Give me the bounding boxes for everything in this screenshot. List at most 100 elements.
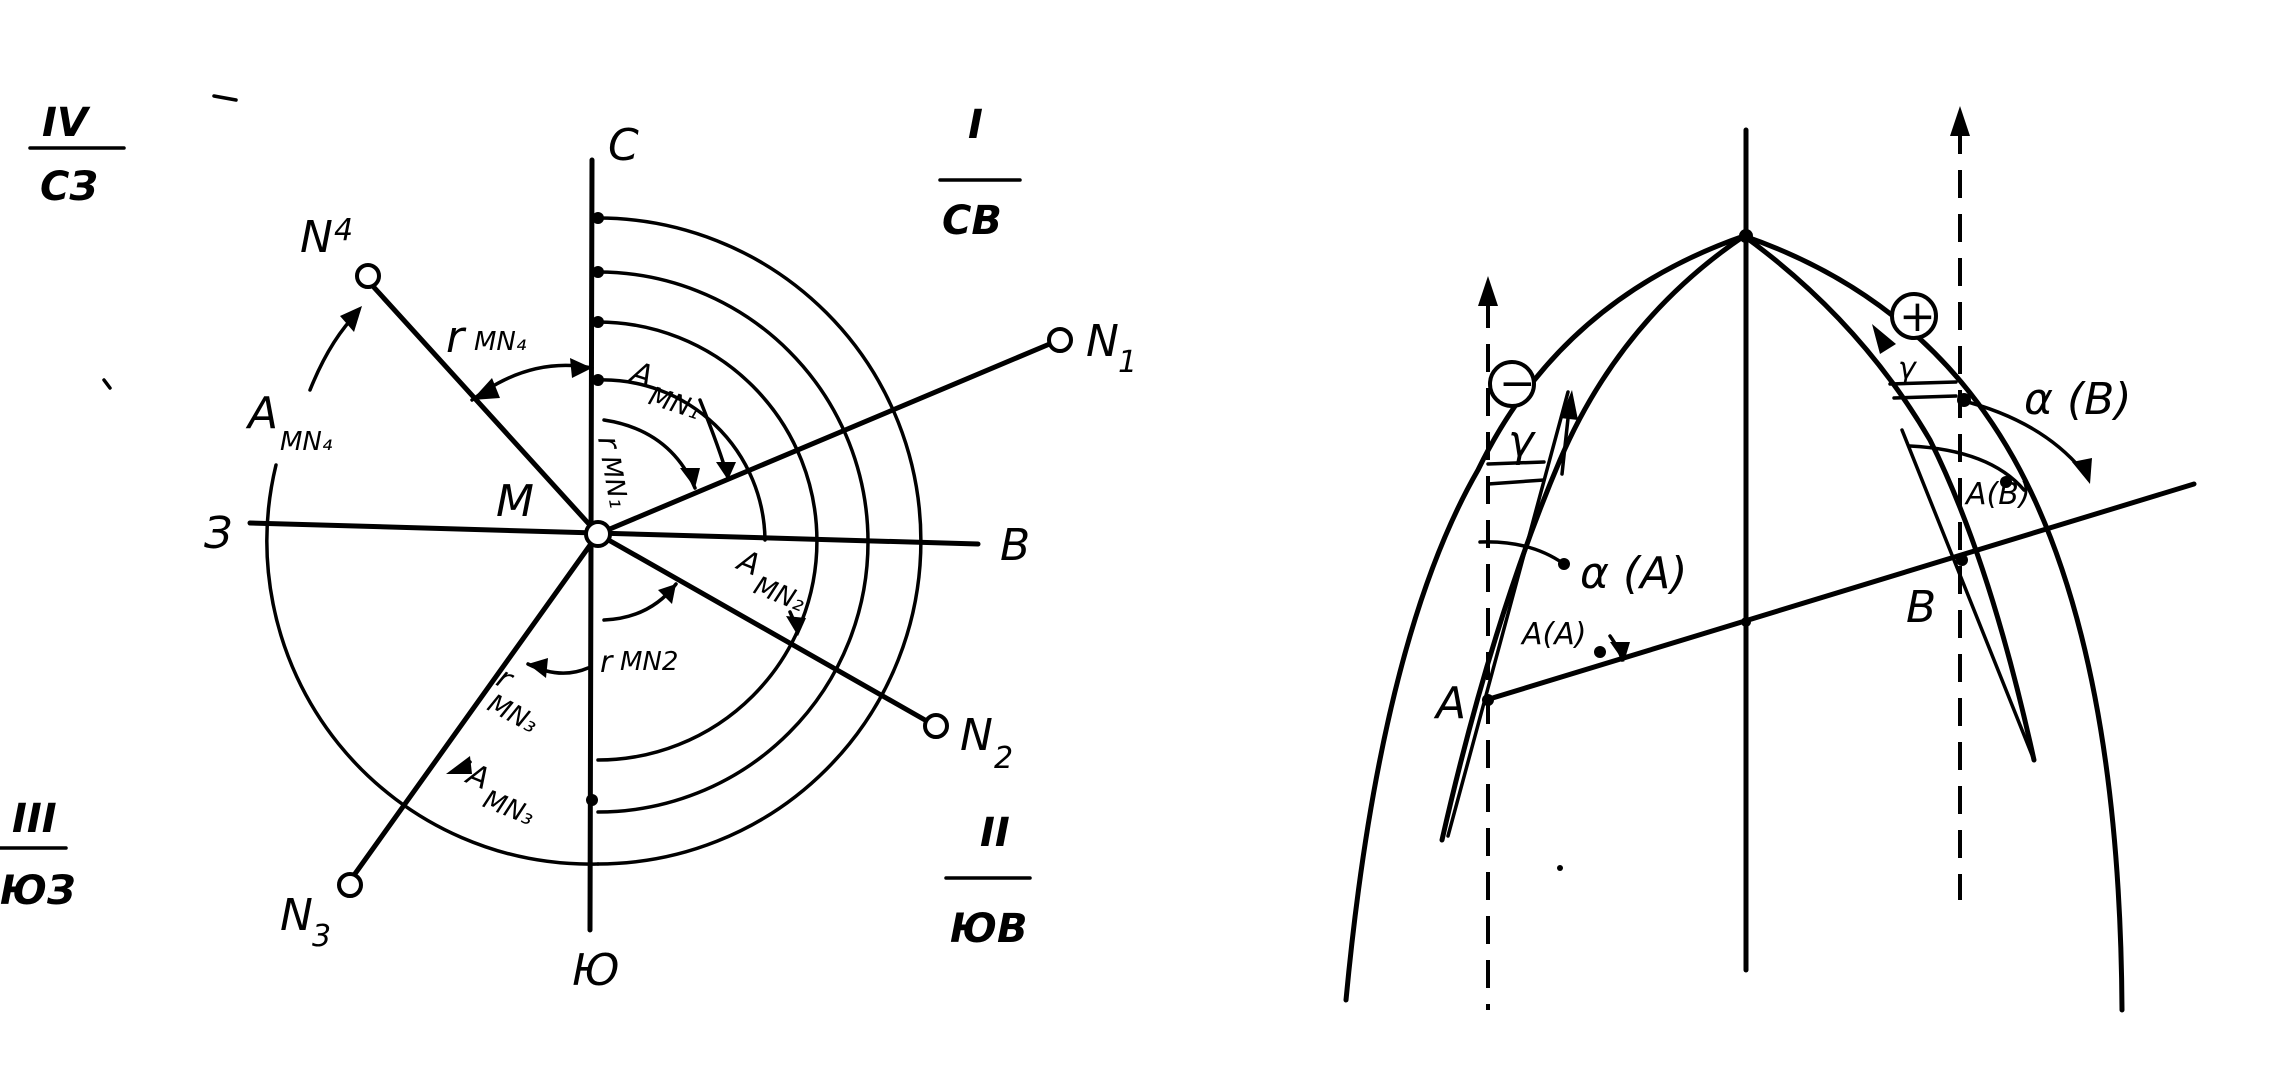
east-west-axis bbox=[247, 520, 981, 547]
n4-letter: N bbox=[300, 212, 333, 263]
pole-point bbox=[1739, 229, 1753, 243]
arc-alpha-a bbox=[1478, 540, 1566, 566]
outer-curve-left bbox=[1343, 233, 1747, 1003]
arrowhead bbox=[340, 306, 362, 332]
azimuth-arc-4 bbox=[596, 378, 767, 542]
arrowhead bbox=[570, 358, 592, 378]
center-point-m bbox=[584, 520, 612, 548]
arrowhead bbox=[658, 584, 676, 604]
a-subscript: MN₃ bbox=[479, 785, 539, 832]
label-a-mn1: A MN₁ bbox=[625, 354, 704, 426]
point-n1 bbox=[1047, 327, 1073, 353]
r-letter: r bbox=[600, 645, 614, 680]
quadrant-label-i: I СВ bbox=[938, 102, 1022, 244]
arrowhead bbox=[1872, 324, 1896, 354]
line-ab bbox=[1483, 481, 2197, 703]
axis-dot bbox=[592, 316, 604, 328]
tangent-at-b bbox=[1900, 428, 2036, 762]
point-n3 bbox=[337, 872, 363, 898]
ray-mn3 bbox=[349, 531, 601, 881]
ray-mn4 bbox=[367, 280, 601, 537]
axis-dot bbox=[592, 374, 604, 386]
dot-b bbox=[1957, 393, 1971, 407]
plus-circle bbox=[1890, 292, 1938, 340]
inner-curve-right bbox=[1741, 233, 2037, 763]
point-a-dot bbox=[1482, 694, 1494, 706]
point-b-dot bbox=[1956, 554, 1968, 566]
inner-curve-left bbox=[1439, 233, 1747, 843]
label-point-b: B bbox=[1906, 582, 1936, 633]
axis-dot bbox=[592, 212, 604, 224]
point-n2 bbox=[923, 713, 949, 739]
arc-alpha-b bbox=[1958, 398, 2084, 472]
label-r-mn4: r MN₄ bbox=[446, 312, 527, 363]
label-gamma-a: γ bbox=[1508, 416, 1536, 467]
r-subscript: MN₄ bbox=[474, 327, 527, 357]
grid-north-arrow-a bbox=[1478, 276, 1498, 306]
label-azimuth-b: A(B) bbox=[1964, 477, 2031, 512]
r-letter: r bbox=[590, 433, 627, 453]
label-n1: N 1 bbox=[1086, 316, 1137, 380]
n2-subscript: 2 bbox=[994, 741, 1013, 776]
label-n2: N 2 bbox=[960, 710, 1013, 776]
label-alpha-b: α (B) bbox=[2024, 374, 2132, 425]
a-letter: A bbox=[245, 388, 278, 439]
a-subscript: MN₂ bbox=[750, 571, 810, 618]
label-point-a: A bbox=[1433, 678, 1466, 729]
dot-a bbox=[1558, 558, 1570, 570]
label-north: С bbox=[608, 120, 639, 171]
r-letter: r bbox=[446, 312, 467, 363]
label-east: В bbox=[1000, 520, 1030, 571]
print-speck bbox=[1557, 865, 1563, 871]
n4-subscript: 4 bbox=[334, 213, 353, 248]
label-west: З bbox=[204, 508, 232, 559]
ray-mn2 bbox=[595, 531, 928, 723]
quadrant-name: СЗ bbox=[40, 164, 98, 210]
r-subscript: MN₁ bbox=[595, 454, 634, 511]
a-subscript: MN₄ bbox=[280, 427, 333, 457]
a-subscript: MN₁ bbox=[645, 381, 704, 426]
quadrant-numeral: I bbox=[968, 102, 983, 148]
gamma-bracket bbox=[1486, 478, 1546, 486]
print-speck bbox=[102, 378, 112, 390]
label-r-mn2: r MN2 bbox=[600, 645, 678, 680]
n2-letter: N bbox=[960, 710, 993, 761]
dot-a bbox=[1594, 646, 1606, 658]
label-r-mn1: r MN₁ bbox=[590, 433, 634, 511]
gamma-bracket bbox=[1888, 380, 1958, 386]
n1-letter: N bbox=[1086, 316, 1119, 367]
quadrant-numeral: III bbox=[12, 796, 57, 842]
r-subscript: MN₃ bbox=[482, 689, 542, 740]
right-diagram: − + A B α (A) α (B) A(A) A(B) γ γ bbox=[1343, 106, 2197, 1013]
dot-b bbox=[2000, 476, 2012, 488]
arrowhead bbox=[446, 756, 472, 774]
azimuth-arc-west bbox=[265, 463, 600, 866]
label-gamma-b: γ bbox=[1898, 351, 1918, 386]
n3-subscript: 3 bbox=[312, 919, 331, 954]
quadrant-label-iii: III ЮЗ bbox=[0, 796, 75, 914]
gamma-bracket bbox=[1486, 460, 1546, 466]
plus-sign-marker: + bbox=[1890, 291, 1938, 342]
arrowhead bbox=[472, 378, 500, 400]
label-south: Ю bbox=[572, 945, 620, 996]
arrowhead bbox=[2072, 458, 2092, 484]
label-n4: N 4 bbox=[300, 212, 353, 263]
mid-dot bbox=[1741, 617, 1751, 627]
quadrant-label-iv: IV СЗ bbox=[28, 100, 126, 210]
arrowhead bbox=[786, 616, 806, 636]
minus-sign-marker: − bbox=[1488, 358, 1536, 409]
quadrant-numeral: II bbox=[980, 810, 1010, 856]
outer-curve-right bbox=[1741, 233, 2125, 1013]
minus-circle bbox=[1488, 360, 1536, 408]
gamma-bracket bbox=[1892, 394, 1958, 400]
arrowhead bbox=[680, 468, 700, 488]
arrowhead bbox=[1560, 390, 1578, 420]
label-azimuth-a: A(A) bbox=[1520, 617, 1586, 652]
n3-letter: N bbox=[280, 890, 313, 941]
label-center-m: M bbox=[496, 476, 534, 527]
print-speck bbox=[212, 94, 238, 102]
arrowhead bbox=[716, 462, 736, 480]
arrowhead bbox=[1610, 642, 1630, 662]
r-subscript: MN2 bbox=[620, 647, 678, 677]
